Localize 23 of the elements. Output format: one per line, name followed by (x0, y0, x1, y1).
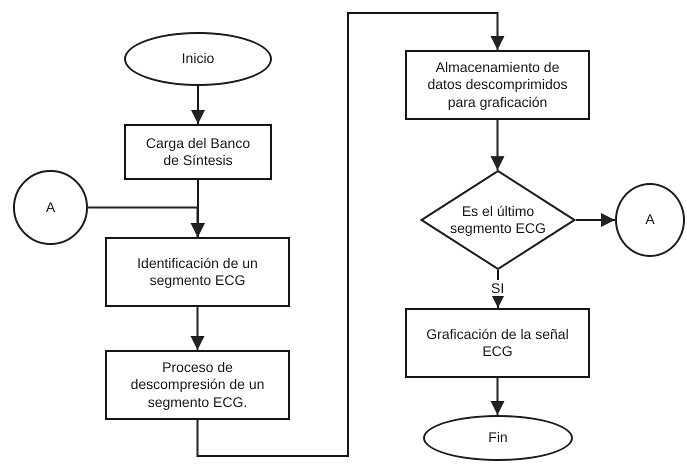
node-text: Identificación de un segmento ECG (136, 254, 259, 290)
process-box (405, 50, 590, 120)
process-box (105, 350, 290, 420)
decision-diamond (420, 170, 576, 270)
node-text: Inicio (180, 50, 216, 68)
process-box (405, 308, 590, 378)
arrow (196, 12, 504, 457)
arrow (191, 86, 205, 124)
decision-text: Es el último segmento ECG (449, 202, 547, 238)
node-text: A (644, 211, 656, 229)
node-text: Carga del Banco de Síntesis (144, 134, 252, 170)
arrow (576, 213, 615, 227)
node-text: A (44, 198, 56, 216)
arrow (490, 378, 504, 415)
arrow (190, 307, 204, 350)
process-box (105, 237, 290, 307)
node-text: Almacenamiento de datos descomprimidos para graficación (426, 58, 569, 112)
node-text: Fin (487, 429, 509, 447)
node-text: Proceso de descompresión de un segmento ECG. (130, 358, 266, 412)
arrow (490, 120, 504, 170)
node-text: Graficación de la señal ECG (425, 326, 570, 360)
process-box (124, 124, 272, 180)
edge-label: SI (489, 280, 506, 296)
